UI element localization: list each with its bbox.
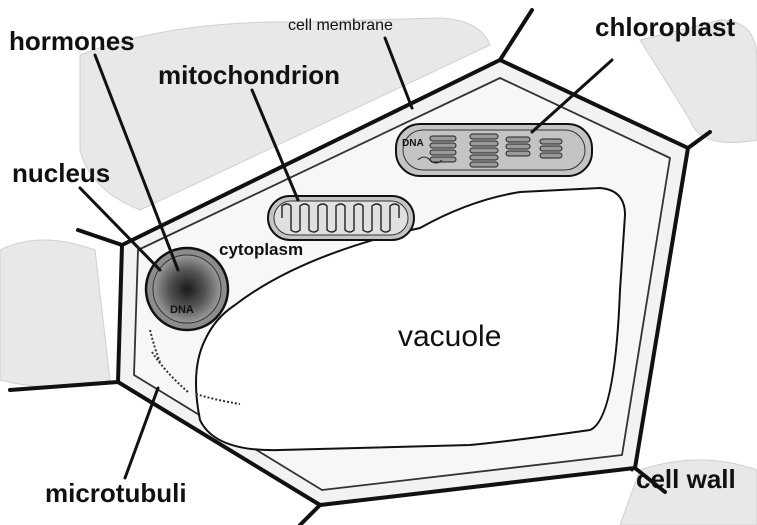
- nucleus-label: nucleus: [12, 160, 110, 186]
- microtubuli-label: microtubuli: [45, 480, 187, 506]
- chloroplast-label: chloroplast: [595, 14, 735, 40]
- cell-membrane-label: cell membrane: [288, 18, 393, 34]
- nucleus: [146, 248, 228, 330]
- microtubuli-leader: [125, 388, 158, 478]
- nucleus-dna-label: DNA: [170, 304, 194, 316]
- chloroplast: [396, 124, 592, 176]
- cytoplasm-label: cytoplasm: [219, 241, 303, 258]
- chloroplast-dna-label: DNA: [402, 138, 424, 149]
- neighbor-cell-left: [0, 240, 110, 388]
- hormones-label: hormones: [9, 28, 135, 54]
- cell-wall-label: cell wall: [636, 466, 736, 492]
- vacuole-label: vacuole: [398, 322, 501, 352]
- mitochondrion-label: mitochondrion: [158, 62, 340, 88]
- mitochondrion: [268, 196, 414, 240]
